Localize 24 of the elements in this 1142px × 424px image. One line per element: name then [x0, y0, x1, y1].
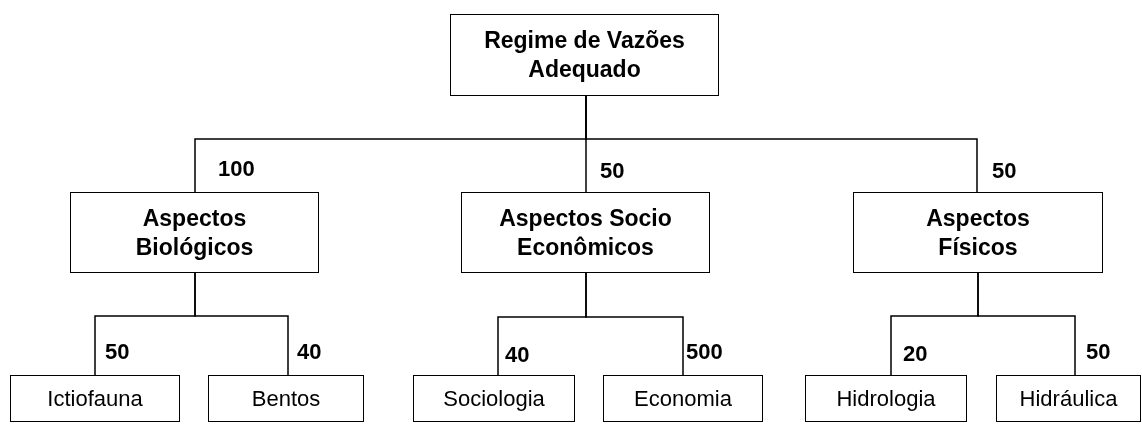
leaf-box	[805, 375, 967, 422]
category-box	[853, 192, 1103, 273]
leaf-box	[996, 375, 1141, 422]
leaf-box	[603, 375, 763, 422]
node-label: Sociologia	[443, 384, 545, 413]
leaf-box	[10, 375, 180, 422]
connector-line	[585, 272, 684, 376]
connector-line	[194, 272, 289, 376]
node-label: Aspectos Físicos	[925, 203, 1031, 262]
node-label: Aspectos Biológicos	[134, 203, 255, 262]
leaf-box	[413, 375, 575, 422]
node-label: Bentos	[251, 384, 321, 413]
node-label: Regime de Vazões Adequado	[483, 26, 686, 84]
category-box	[70, 192, 319, 273]
node-label: Hidráulica	[1019, 384, 1118, 413]
leaf-box	[208, 375, 364, 422]
category-box	[461, 192, 710, 273]
connector-line	[585, 95, 978, 193]
node-label: Hidrologia	[836, 384, 936, 413]
node-label: Economia	[634, 384, 732, 413]
node-label: Ictiofauna	[47, 384, 143, 413]
connector-line	[977, 272, 1076, 376]
node-label: Aspectos Socio Econômicos	[498, 203, 673, 262]
category-box	[450, 14, 719, 96]
